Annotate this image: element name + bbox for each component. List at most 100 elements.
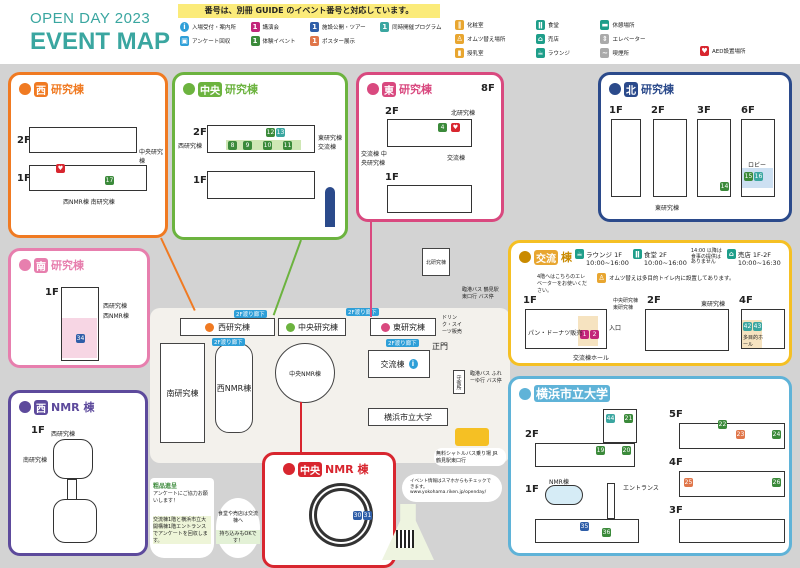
aed-icon: ♥ xyxy=(56,164,65,173)
event-badge[interactable]: 44 xyxy=(606,414,615,423)
legend-nursing: ▮授乳室 xyxy=(455,48,530,58)
event-badge[interactable]: 20 xyxy=(622,446,631,455)
event-badge[interactable]: 21 xyxy=(624,414,633,423)
corridor-label: 2F渡り廊下 xyxy=(346,308,379,316)
building-ycu[interactable]: 横浜市立大学 xyxy=(368,408,448,426)
event-badge[interactable]: 19 xyxy=(596,446,605,455)
direction-note: 東研究棟 xyxy=(701,301,726,308)
event-badge[interactable]: 8 xyxy=(228,141,237,150)
hours-label: 食堂 2F xyxy=(643,251,667,259)
lunch-text: 食堂や売店は交流棟へ xyxy=(217,511,258,524)
tour-badge-icon: 1 xyxy=(310,22,319,32)
fork-knife-icon: ǁ xyxy=(535,20,545,30)
building-east[interactable]: 東研究棟 xyxy=(370,318,436,336)
kanji-badge: 交流 xyxy=(534,249,558,265)
event-badge[interactable]: 30 xyxy=(353,511,362,520)
building-west-nmr[interactable]: 西NMR棟 xyxy=(215,343,253,433)
lunch-flask: 食堂や売店は交流棟へ 持ち込みもOKです！ xyxy=(216,498,260,558)
panel-west-building: 西研究棟 2F 中央研究棟 1F 17♥ 西NMR棟 南研究棟 xyxy=(8,72,168,238)
panel-subtitle: 研究棟 xyxy=(399,83,432,96)
direction-note: 西NMR棟 南研究棟 xyxy=(63,199,115,206)
fork-knife-icon: ǁ xyxy=(632,249,642,259)
floor-label: 1F xyxy=(609,105,623,116)
legend-label: 売店 xyxy=(547,37,559,43)
building-south[interactable]: 南研究棟 xyxy=(160,343,205,443)
bench-icon: ▬ xyxy=(600,20,610,30)
building-west[interactable]: 西研究棟 xyxy=(180,318,275,336)
event-badge[interactable]: 15 xyxy=(744,172,753,181)
event-badge[interactable]: 34 xyxy=(76,334,85,343)
building-label: 中央研究棟 xyxy=(298,322,338,332)
event-badge[interactable]: 22 xyxy=(718,420,727,429)
event-badge[interactable]: 35 xyxy=(580,522,589,531)
event-badge[interactable]: 26 xyxy=(772,478,781,487)
panel-central-building: 中央研究棟 2F 西研究棟 8 9 10 11 12 13 東研究棟 交流棟 1… xyxy=(172,72,348,240)
legend-label: エレベーター xyxy=(612,37,646,43)
floor-plan-2f xyxy=(645,309,729,351)
floor-plan-4f: 25 26 xyxy=(679,471,785,497)
legend-survey: ▣アンケート回収 xyxy=(180,36,245,46)
building-central-nmr[interactable]: 中央NMR棟 xyxy=(275,343,335,403)
hours-time: 10:00~16:00 xyxy=(643,259,687,267)
event-badge[interactable]: 25 xyxy=(684,478,693,487)
event-badge[interactable]: 43 xyxy=(753,322,762,331)
event-badge[interactable]: 24 xyxy=(772,430,781,439)
info-url[interactable]: www.yokohama.riken.jp/openday/ xyxy=(410,490,487,495)
floor-plan-1f xyxy=(387,185,472,213)
event-badge[interactable]: 17 xyxy=(105,176,114,185)
panel-title: 南研究棟 xyxy=(19,257,84,273)
event-badge[interactable]: 14 xyxy=(720,182,729,191)
nmr-label: NMR棟 xyxy=(549,479,569,486)
event-badge[interactable]: 4 xyxy=(438,123,447,132)
event-badge[interactable]: 13 xyxy=(276,128,285,137)
floor-plan-3f xyxy=(679,519,785,543)
event-badge[interactable]: 12 xyxy=(266,128,275,137)
event-badge[interactable]: 9 xyxy=(243,141,252,150)
nmr-building-plan xyxy=(545,485,583,505)
kanji-badge: 中央 xyxy=(298,461,322,477)
floor-label: 3F xyxy=(697,105,711,116)
event-badge[interactable]: 10 xyxy=(263,141,272,150)
direction-note: 交流棟 中央研究棟 xyxy=(361,151,387,167)
direction-note: 北研究棟 xyxy=(451,110,476,117)
hall-label: 交流棟ホール xyxy=(573,355,610,362)
hours-time: 10:00~16:30 xyxy=(737,259,781,267)
event-badge[interactable]: 36 xyxy=(602,528,611,537)
kanji-badge: 東 xyxy=(382,81,396,97)
event-badge[interactable]: 23 xyxy=(736,430,745,439)
direction-note: 交流棟 xyxy=(447,155,466,162)
legend-label: 喫煙所 xyxy=(612,51,629,57)
header: OPEN DAY 2023 EVENT MAP 番号は、別冊 GUIDE のイベ… xyxy=(0,0,800,64)
building-north[interactable]: 北研究棟 xyxy=(422,248,450,276)
direction-note: 東研究棟 xyxy=(655,205,680,212)
building-central[interactable]: 中央研究棟 xyxy=(278,318,346,336)
event-badge[interactable]: 2 xyxy=(590,330,599,339)
lunch-note: 14:00 以降は食事の提供はありません xyxy=(690,248,722,265)
panel-east-building: 東研究棟 2F 4♥ 北研究棟 交流棟 中央研究棟 交流棟 1F 8F xyxy=(356,72,504,222)
central-marker-icon xyxy=(183,83,195,95)
event-badge[interactable]: 42 xyxy=(743,322,752,331)
kanji-badge: 西 xyxy=(34,81,48,97)
event-badge[interactable]: 1 xyxy=(580,330,589,339)
legend-elevator: ⇕エレベーター xyxy=(600,34,670,44)
main-gate-label: 正門 xyxy=(432,342,448,351)
legend-label: 講演会 xyxy=(262,25,280,31)
floor-label: 6F xyxy=(741,105,755,116)
qr-code[interactable] xyxy=(396,530,414,548)
event-badge[interactable]: 31 xyxy=(363,511,372,520)
entrance-label: エントランス xyxy=(623,485,659,492)
legend-smoking: ~喫煙所 xyxy=(600,48,670,58)
guard-house: 守衛所 xyxy=(453,370,465,394)
bus-stop-tsurumi: 臨港バス 鶴見駅東口行 バス停 xyxy=(462,287,499,300)
event-badge[interactable]: 16 xyxy=(754,172,763,181)
program-badge-icon: 1 xyxy=(380,22,390,32)
central-nmr-marker-icon xyxy=(283,463,295,475)
floor-plan-2f-wing: 44 21 xyxy=(603,409,637,443)
event-badge[interactable]: 11 xyxy=(283,141,292,150)
floor-plan-2f: 4♥ xyxy=(387,119,472,147)
